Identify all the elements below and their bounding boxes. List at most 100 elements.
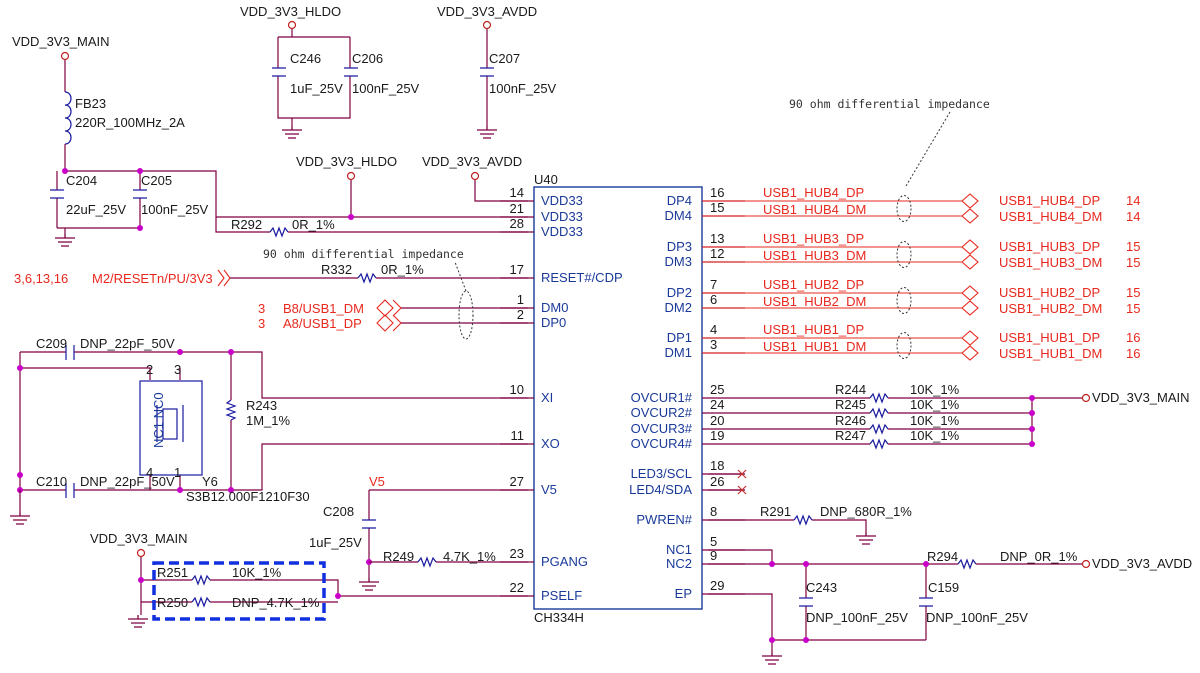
usb-dp-net: USB1_HUB4_DP [763, 185, 864, 200]
diff-note-1: 90 ohm differential impedance [263, 247, 464, 261]
avdd-decoupling: VDD_3V3_AVDD C207 100nF_25V [437, 4, 557, 139]
pin-name: VDD33 [541, 193, 583, 208]
usb-dp-page: 15 [1126, 239, 1140, 254]
pin-name: DP3 [667, 239, 692, 254]
usb-dm-page: 15 [1126, 255, 1140, 270]
c159-ref: C159 [928, 580, 959, 595]
c205-val: 100nF_25V [141, 202, 209, 217]
fb23-val: 220R_100MHz_2A [75, 115, 185, 130]
avdd-label-top: VDD_3V3_AVDD [437, 4, 537, 19]
usb-dm-page: 15 [1126, 301, 1140, 316]
pin-name: NC2 [666, 556, 692, 571]
c209-ref: C209 [36, 336, 67, 351]
pin-number: 6 [710, 292, 717, 307]
pin-name: DP4 [667, 193, 692, 208]
dnp-highlight-box [152, 561, 326, 621]
y6-ref: Y6 [202, 474, 218, 489]
ic-u40: U40 CH334H 14VDD3321VDD3328VDD3317RESET#… [500, 172, 745, 625]
y6-pin1: 1 [174, 465, 181, 480]
pin-name: EP [675, 586, 692, 601]
y6-pin4: 4 [146, 465, 153, 480]
pin-number: 23 [510, 546, 524, 561]
diff-note-2: 90 ohm differential impedance [789, 97, 990, 111]
main-label-2: VDD_3V3_MAIN [90, 531, 188, 546]
r251-ref: R251 [157, 565, 188, 580]
ovcur-res-ref: R247 [835, 428, 866, 443]
y6-pin2: 2 [146, 362, 153, 377]
usb-dm-offpage: USB1_HUB4_DM [999, 209, 1102, 224]
usb-downstream-ports: 90 ohm differential impedance USB1_HUB4_… [702, 97, 1140, 361]
avdd-label-2: VDD_3V3_AVDD [422, 154, 522, 169]
v5-pgang-pself: V5 C208 1uF_25V R249 4.7K_1% VDD_3V3_MAI… [90, 474, 528, 628]
usb-dp-offpage: USB1_HUB1_DP [999, 330, 1100, 345]
reset-net: M2/RESETn/PU/3V3 [92, 271, 213, 286]
r294-val: DNP_0R_1% [1000, 549, 1078, 564]
ovcur-res-ref: R245 [835, 397, 866, 412]
usb-dp-net: USB1_HUB3_DP [763, 231, 864, 246]
usb-dm-net: USB1_HUB4_DM [763, 202, 866, 217]
pin-number: 2 [517, 307, 524, 322]
pin-number: 14 [510, 185, 524, 200]
ic-ref: U40 [534, 172, 558, 187]
r291-val: DNP_680R_1% [820, 504, 912, 519]
fb23-ref: FB23 [75, 96, 106, 111]
avdd-label-3: VDD_3V3_AVDD [1092, 556, 1192, 571]
r294-ref: R294 [927, 549, 958, 564]
usb-dm-page: 16 [1126, 346, 1140, 361]
c210-val: DNP_22pF_50V [80, 474, 175, 489]
usb-dp-offpage: USB1_HUB3_DP [999, 239, 1100, 254]
misc-pins: R291 DNP_680R_1% VDD_3V3_AVDD R294 DNP_0… [708, 469, 1192, 665]
y6-val: S3B12.000F1210F30 [186, 489, 310, 504]
c208-ref: C208 [323, 504, 354, 519]
pin-name: VDD33 [541, 224, 583, 239]
usb-dm-net: USB1_HUB2_DM [763, 294, 866, 309]
pin-number: 7 [710, 277, 717, 292]
pin-name: NC1 [666, 542, 692, 557]
r291-ref: R291 [760, 504, 791, 519]
r251-val: 10K_1% [232, 565, 282, 580]
hldo-decoupling: VDD_3V3_HLDO C246 1uF_25V C206 100nF_25V [240, 4, 420, 139]
pin-name: PGANG [541, 554, 588, 569]
pin-number: 27 [510, 474, 524, 489]
main-label-1: VDD_3V3_MAIN [12, 34, 110, 49]
pin-name: VDD33 [541, 209, 583, 224]
pin-number: 24 [710, 397, 724, 412]
pin-number: 26 [710, 474, 724, 489]
r250-ref: R250 [157, 595, 188, 610]
ovcur-res-val: 10K_1% [910, 428, 960, 443]
ovcur-res-val: 10K_1% [910, 413, 960, 428]
crystal-circuit: NC1 NC0 2 3 4 1 C209 DNP_22pF_50V C210 D… [9, 336, 528, 525]
ovcur-res-ref: R246 [835, 413, 866, 428]
c206-val: 100nF_25V [352, 81, 420, 96]
r250-val: DNP_4.7K_1% [232, 595, 320, 610]
c206-ref: C206 [352, 51, 383, 66]
pin-number: 16 [710, 185, 724, 200]
r292-val: 0R_1% [292, 217, 335, 232]
pin-number: 25 [710, 382, 724, 397]
pin-name: OVCUR2# [631, 405, 693, 420]
c207-val: 100nF_25V [489, 81, 557, 96]
c209-val: DNP_22pF_50V [80, 336, 175, 351]
pin-number: 11 [511, 428, 525, 443]
r332-val: 0R_1% [381, 262, 424, 277]
pin-name: RESET#/CDP [541, 270, 623, 285]
pin-name: OVCUR3# [631, 421, 693, 436]
usb-dm-offpage: USB1_HUB3_DM [999, 255, 1102, 270]
dm0-net: B8/USB1_DM [283, 301, 364, 316]
usb-dp-offpage: USB1_HUB2_DP [999, 285, 1100, 300]
usb-dp-page: 15 [1126, 285, 1140, 300]
c208-val: 1uF_25V [309, 535, 362, 550]
usb-dp-page: 14 [1126, 193, 1140, 208]
c207-ref: C207 [489, 51, 520, 66]
c246-val: 1uF_25V [290, 81, 343, 96]
vdd33-input: VDD_3V3_MAIN FB23 220R_100MHz_2A C204 22… [12, 34, 528, 247]
pin-number: 19 [710, 428, 724, 443]
usb-dm-offpage: USB1_HUB1_DM [999, 346, 1102, 361]
r249-val: 4.7K_1% [443, 549, 496, 564]
pin-name: LED3/SCL [631, 466, 692, 481]
v5-label: V5 [369, 474, 385, 489]
c246-ref: C246 [290, 51, 321, 66]
pin-number: 20 [710, 413, 724, 428]
